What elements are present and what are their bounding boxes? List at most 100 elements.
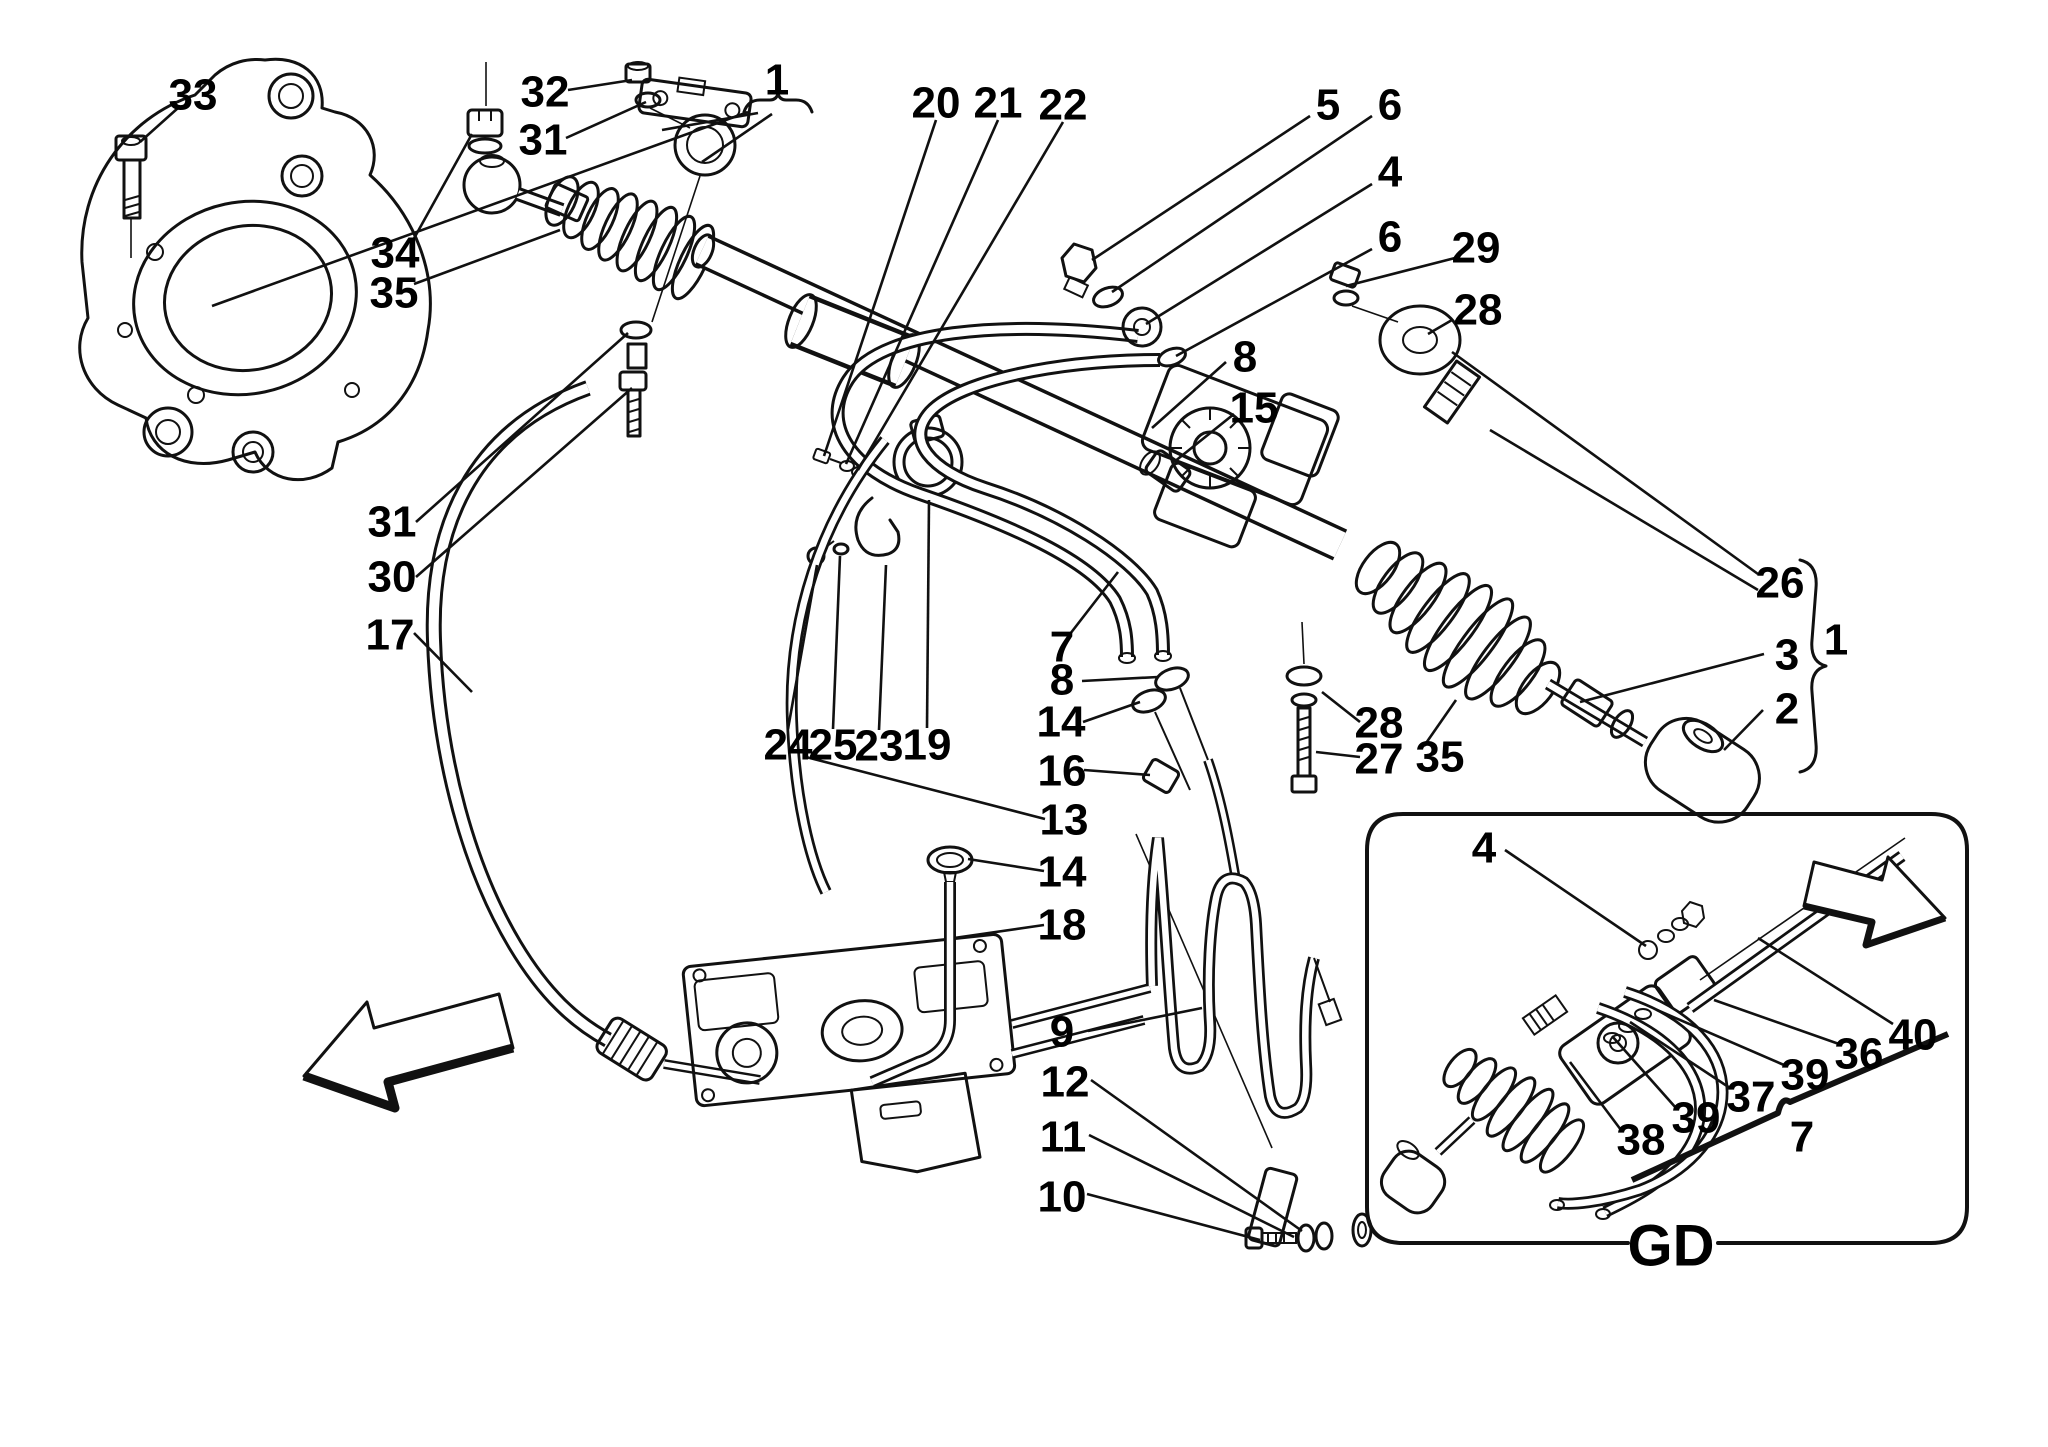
inset-caption: GD <box>1628 1214 1715 1279</box>
right-tie-rod-drawing <box>1354 540 1761 824</box>
part-label-6-upper: 6 <box>1378 81 1402 130</box>
part-label-30: 30 <box>368 553 417 602</box>
leader-line-12 <box>1345 256 1456 288</box>
part-label-36: 36 <box>1835 1030 1884 1079</box>
part-label-12: 12 <box>1041 1058 1090 1107</box>
leader-line-13 <box>1427 318 1453 336</box>
leader-lines <box>139 78 1894 1242</box>
part-label-23: 23 <box>855 722 904 771</box>
steering-knuckle-drawing <box>78 57 432 482</box>
inset-hose-bracket-line <box>1630 1031 1950 1183</box>
leader-line-27 <box>1081 675 1159 683</box>
part-label-39-lower: 39 <box>1672 1094 1721 1143</box>
serpentine-pipe-drawing <box>1135 833 1373 1253</box>
leader-line-2 <box>565 100 647 140</box>
part-label-28-top: 28 <box>1454 286 1503 335</box>
part-label-28-mid: 28 <box>1355 699 1404 748</box>
assembly-brace <box>1798 558 1828 774</box>
clamp-hardware-drawing <box>618 320 653 438</box>
part-label-31-left: 31 <box>368 498 417 547</box>
leader-line-20 <box>1489 428 1759 592</box>
top-bracket <box>211 92 814 308</box>
part-label-13: 13 <box>1040 796 1089 845</box>
leader-line-36 <box>1086 1192 1261 1242</box>
leader-line-14 <box>1151 361 1227 429</box>
leader-line-0 <box>139 107 179 143</box>
direction-arrow-left-icon <box>302 992 515 1113</box>
part-label-20: 20 <box>912 79 961 128</box>
leader-line-33 <box>1087 1006 1203 1033</box>
banjo-stack-drawing <box>1060 242 1187 368</box>
leader-line-34 <box>1090 1078 1303 1233</box>
bracket-bolt-drawing <box>1244 1212 1373 1253</box>
leader-line-40 <box>925 499 931 729</box>
part-label-7-main: 7 <box>1050 623 1074 672</box>
leader-line-39 <box>877 564 888 731</box>
part-label-26: 26 <box>1756 559 1805 608</box>
part-label-39-upper: 39 <box>1781 1051 1830 1100</box>
bolt-33-drawing <box>114 134 148 258</box>
part-label-22: 22 <box>1039 81 1088 130</box>
leader-line-4 <box>413 228 561 286</box>
leader-line-26 <box>1068 571 1120 635</box>
part-label-6-lower: 6 <box>1378 213 1402 262</box>
leader-line-1 <box>567 78 633 92</box>
leader-line-5 <box>822 119 938 457</box>
part-label-17: 17 <box>366 611 415 660</box>
part-label-8-lower: 8 <box>1050 656 1074 705</box>
part-label-35-right: 35 <box>1416 733 1465 782</box>
part-label-1-top: 1 <box>765 56 789 105</box>
pump-pipes-drawing <box>1010 983 1152 1059</box>
leader-line-21 <box>1579 652 1765 704</box>
leader-line-42 <box>1757 936 1894 1026</box>
leader-line-18 <box>413 632 473 693</box>
leader-line-46 <box>1611 1035 1677 1109</box>
part-label-5: 5 <box>1316 81 1340 130</box>
direction-arrow-right-icon <box>1802 855 1947 949</box>
part-label-8-upper: 8 <box>1233 333 1257 382</box>
leader-line-11 <box>1175 247 1373 358</box>
part-label-3: 3 <box>1775 631 1799 680</box>
input-shaft-drawing <box>1329 261 1482 425</box>
valve-body-drawing <box>1060 242 1482 794</box>
leader-line-37 <box>786 564 819 730</box>
leader-line-32 <box>953 923 1045 940</box>
part-label-14-lower: 14 <box>1038 848 1087 897</box>
part-label-38: 38 <box>1617 1116 1666 1165</box>
part-label-27: 27 <box>1355 735 1404 784</box>
leader-line-15 <box>1173 412 1235 464</box>
part-label-16: 16 <box>1038 747 1087 796</box>
part-label-1-right: 1 <box>1824 616 1848 665</box>
leader-line-35 <box>1088 1133 1295 1239</box>
leader-line-19 <box>1451 350 1759 576</box>
part-label-35-left: 35 <box>370 269 419 318</box>
upper-nut-washer-drawing <box>624 61 691 129</box>
leader-line-43 <box>1713 998 1840 1046</box>
part-label-2: 2 <box>1775 685 1799 734</box>
part-label-31-top: 31 <box>519 116 568 165</box>
part-label-11: 11 <box>1040 1113 1087 1162</box>
part-label-32: 32 <box>521 68 570 117</box>
leader-line-44 <box>1656 1008 1785 1067</box>
leader-line-24 <box>1315 750 1361 759</box>
part-label-29: 29 <box>1452 224 1501 273</box>
rack-tube-drawing <box>690 233 1348 561</box>
part-label-14-upper: 14 <box>1037 698 1086 747</box>
part-label-33: 33 <box>169 71 218 120</box>
return-hose-drawing <box>425 380 761 1085</box>
leader-line-28 <box>1082 700 1141 724</box>
leader-line-38 <box>831 555 842 730</box>
leader-line-9 <box>1111 114 1373 294</box>
part-label-25: 25 <box>809 721 858 770</box>
leader-line-25 <box>1422 699 1458 747</box>
leader-line-29 <box>1083 768 1151 777</box>
leader-line-45 <box>1629 1020 1731 1090</box>
left-tie-rod-drawing <box>462 61 753 438</box>
leader-line-23 <box>1321 690 1361 724</box>
leader-line-31 <box>967 857 1045 873</box>
part-label-40: 40 <box>1889 1011 1938 1060</box>
left-boot-drawing <box>544 175 716 301</box>
leader-line-6 <box>844 119 1000 465</box>
